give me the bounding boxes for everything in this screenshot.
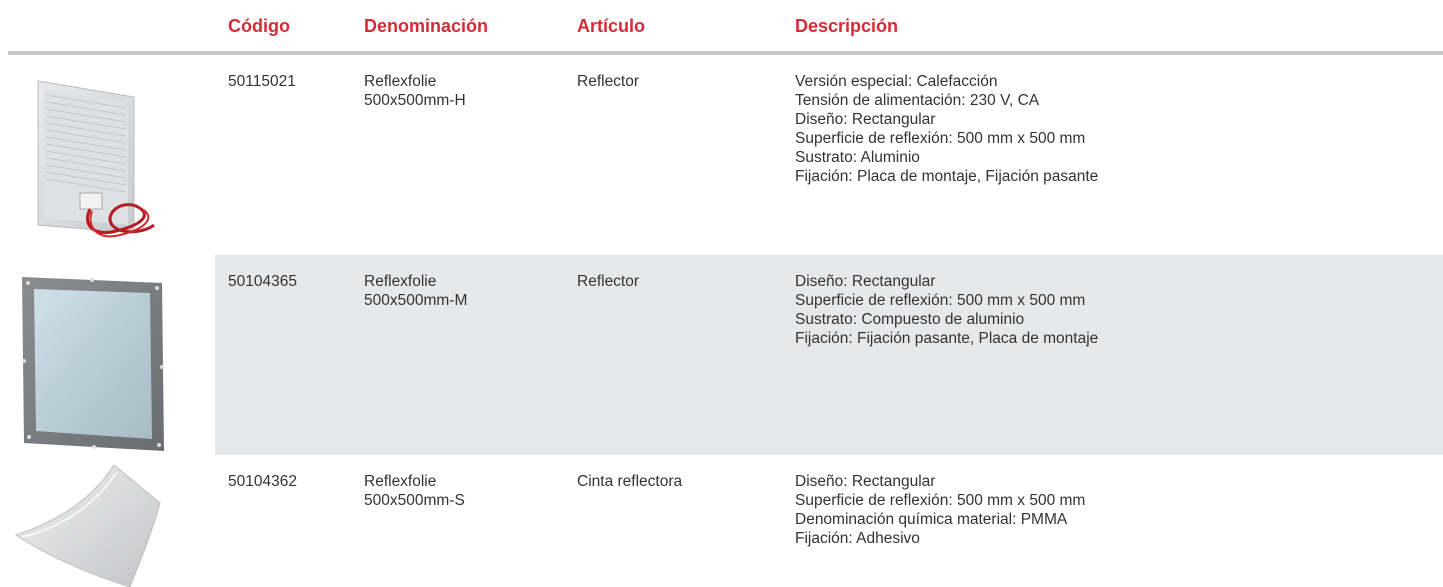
product-image-reflective-foil (12, 463, 172, 587)
table-row: 50104365 Reflexfolie 500x500mm-M Reflect… (0, 255, 1443, 455)
header-divider (8, 51, 1443, 55)
cell-name: Reflexfolie 500x500mm-M (364, 272, 564, 310)
product-image-framed-reflector (12, 271, 172, 456)
table-row: 50115021 Reflexfolie 500x500mm-H Reflect… (0, 55, 1443, 255)
description-line: Superficie de reflexión: 500 mm x 500 mm (795, 292, 1086, 309)
cell-article: Reflector (577, 273, 640, 290)
name-line: 500x500mm-M (364, 292, 468, 309)
cell-description: Diseño: Rectangular Superficie de reflex… (795, 472, 1435, 548)
cell-code: 50115021 (228, 73, 296, 90)
description-line: Fijación: Placa de montaje, Fijación pas… (795, 168, 1099, 185)
description-line: Diseño: Rectangular (795, 473, 936, 490)
cell-description: Diseño: Rectangular Superficie de reflex… (795, 272, 1435, 348)
description-line: Diseño: Rectangular (795, 111, 936, 128)
description-line: Diseño: Rectangular (795, 273, 936, 290)
description-line: Superficie de reflexión: 500 mm x 500 mm (795, 130, 1086, 147)
header-article: Artículo (577, 16, 646, 36)
cell-code: 50104362 (228, 473, 297, 490)
product-image-heated-reflector (12, 75, 172, 255)
table-header: Código Denominación Artículo Descripción (0, 0, 1443, 55)
cell-name: Reflexfolie 500x500mm-H (364, 72, 564, 110)
description-line: Fijación: Adhesivo (795, 530, 920, 547)
table-row: 50104362 Reflexfolie 500x500mm-S Cinta r… (0, 455, 1443, 587)
cell-article: Cinta reflectora (577, 473, 683, 490)
cell-name: Reflexfolie 500x500mm-S (364, 472, 564, 510)
cell-description: Versión especial: Calefacción Tensión de… (795, 72, 1435, 186)
name-line: 500x500mm-H (364, 92, 466, 109)
description-line: Fijación: Fijación pasante, Placa de mon… (795, 330, 1099, 347)
row-background (215, 255, 1443, 455)
name-line: Reflexfolie (364, 73, 437, 90)
name-line: 500x500mm-S (364, 492, 465, 509)
description-line: Sustrato: Aluminio (795, 149, 920, 166)
cell-code: 50104365 (228, 273, 297, 290)
name-line: Reflexfolie (364, 273, 437, 290)
cell-article: Reflector (577, 73, 640, 90)
description-line: Superficie de reflexión: 500 mm x 500 mm (795, 492, 1086, 509)
header-code: Código (228, 16, 290, 36)
description-line: Versión especial: Calefacción (795, 73, 998, 90)
description-line: Denominación química material: PMMA (795, 511, 1068, 528)
name-line: Reflexfolie (364, 473, 437, 490)
description-line: Tensión de alimentación: 230 V, CA (795, 92, 1040, 109)
description-line: Sustrato: Compuesto de aluminio (795, 311, 1025, 328)
header-description: Descripción (795, 16, 899, 36)
header-name: Denominación (364, 16, 489, 36)
